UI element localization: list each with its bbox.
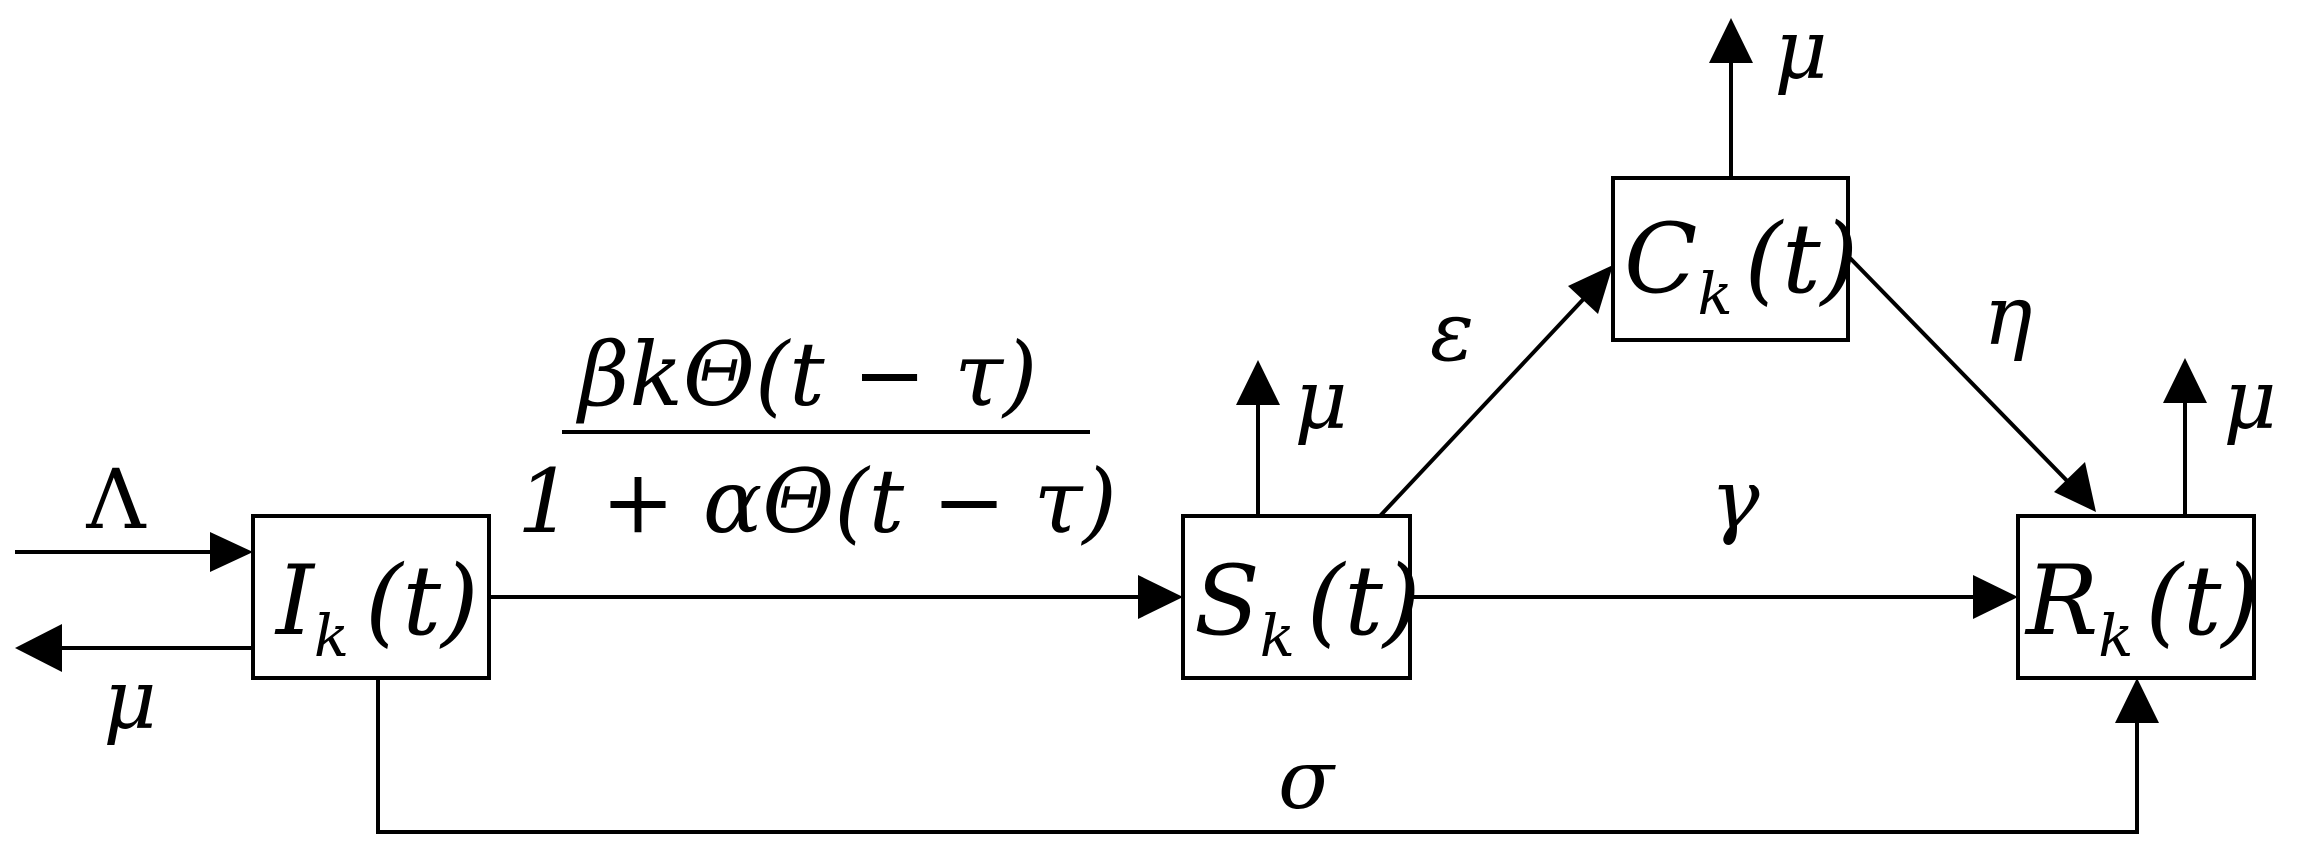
death-arrow-s (1236, 360, 1280, 516)
compartment-s-box: Sk(t) (1181, 514, 1420, 680)
s-to-c-rate-label: ε (1430, 285, 1474, 380)
infection-rate-fraction: βkΘ(t − τ) 1 + αΘ(t − τ) (517, 323, 1117, 553)
compartment-s-argument: (t) (1307, 545, 1420, 657)
c-to-r-rate-label: η (1983, 269, 2032, 364)
compartment-i-symbol: I (274, 545, 316, 657)
svg-text:Sk(t): Sk(t) (1194, 545, 1420, 670)
death-rate-label-i: μ (103, 653, 156, 748)
compartment-r-subscript: k (2098, 602, 2133, 670)
compartment-c-box: Ck(t) (1611, 176, 1858, 342)
compartment-s-subscript: k (1260, 602, 1295, 670)
compartment-i-argument: (t) (365, 545, 478, 657)
compartment-i-box: Ik(t) (251, 514, 491, 680)
compartment-c-subscript: k (1697, 260, 1732, 328)
compartment-c-argument: (t) (1745, 203, 1858, 315)
infection-rate-numerator: βkΘ(t − τ) (576, 323, 1038, 426)
recruitment-rate-label: Λ (85, 453, 147, 548)
s-to-r-rate-label: γ (1710, 453, 1760, 548)
recruitment-arrow (15, 532, 253, 572)
svg-text:Rk(t): Rk(t) (2024, 545, 2259, 670)
death-rate-label-s: μ (1294, 353, 1347, 448)
infection-arrow (489, 575, 1183, 619)
compartment-s-symbol: S (1194, 545, 1260, 657)
death-arrow-c (1709, 18, 1753, 178)
svg-text:Ck(t): Ck(t) (1624, 203, 1858, 328)
s-to-c-arrow (1378, 265, 1613, 518)
compartment-r-box: Rk(t) (2016, 514, 2259, 680)
death-arrow-i (15, 624, 253, 672)
s-to-r-arrow (1410, 575, 2018, 619)
death-arrow-r (2163, 358, 2207, 516)
i-to-r-rate-label: σ (1278, 733, 1336, 828)
c-to-r-arrow (1846, 254, 2096, 512)
i-to-r-arrow (376, 678, 2159, 834)
compartment-i-subscript: k (314, 602, 349, 670)
compartment-r-argument: (t) (2145, 545, 2258, 657)
svg-text:Ik(t): Ik(t) (274, 545, 479, 670)
death-rate-label-c: μ (1774, 3, 1827, 98)
compartment-c-symbol: C (1624, 203, 1697, 315)
death-rate-label-r: μ (2223, 353, 2276, 448)
compartment-r-symbol: R (2024, 545, 2098, 657)
infection-rate-denominator: 1 + αΘ(t − τ) (517, 450, 1117, 553)
